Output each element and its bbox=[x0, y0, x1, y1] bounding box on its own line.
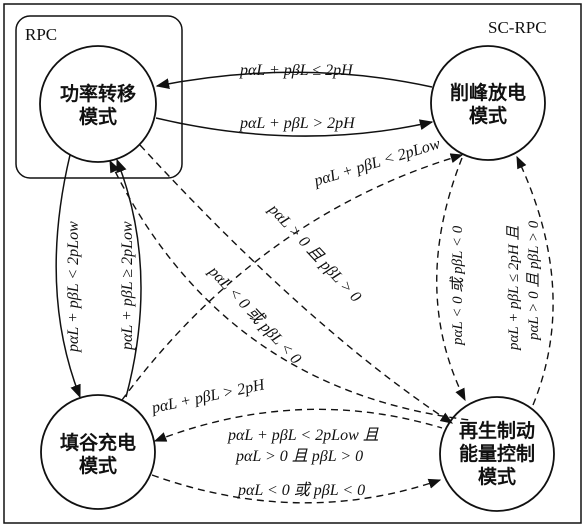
node-peak-discharge: 削峰放电 模式 bbox=[430, 45, 546, 161]
node-regen-control-line3: 模式 bbox=[478, 465, 516, 488]
edge-label-e4: pαL + pβL < 2pLow bbox=[65, 221, 82, 353]
rpc-frame bbox=[15, 15, 183, 179]
edge-label-e11b: pαL > 0 且 pβL > 0 bbox=[235, 448, 363, 465]
edge-valley-to-regen bbox=[151, 474, 442, 504]
edge-label-e9: pαL < 0 或 pβL < 0 bbox=[449, 225, 466, 346]
sc-rpc-frame bbox=[3, 3, 582, 524]
edge-peak-to-power bbox=[155, 71, 433, 89]
node-valley-charge-line1: 填谷充电 bbox=[60, 431, 136, 454]
edge-power-to-regen bbox=[139, 144, 454, 424]
edge-label-e2: pαL + pβL > 2pH bbox=[239, 115, 356, 132]
edge-label-e12: pαL < 0 或 pβL < 0 bbox=[237, 481, 365, 499]
edge-label-e10a: pαL + pβL ≤ 2pH 且 bbox=[506, 226, 522, 351]
edge-label-e10b: pαL > 0 且 pβL > 0 bbox=[526, 220, 542, 341]
node-regen-control: 再生制动 能量控制 模式 bbox=[439, 396, 555, 512]
node-regen-control-line1: 再生制动 bbox=[459, 419, 535, 442]
edge-power-to-peak bbox=[155, 117, 434, 137]
edge-label-e3: pαL + pβL < 2pLow bbox=[311, 135, 442, 190]
edge-valley-to-power bbox=[116, 158, 142, 398]
sc-rpc-label: SC-RPC bbox=[488, 18, 547, 37]
node-power-transfer-line2: 模式 bbox=[79, 105, 117, 128]
edge-regen-to-valley bbox=[153, 408, 443, 442]
node-peak-discharge-line2: 模式 bbox=[469, 104, 507, 127]
edge-label-e8: pαL + pβL > 2pH bbox=[149, 376, 267, 417]
node-regen-control-line2: 能量控制 bbox=[459, 442, 535, 465]
edge-label-e6: pαL > 0 且 pβL > 0 bbox=[264, 200, 364, 305]
node-valley-charge: 填谷充电 模式 bbox=[40, 394, 156, 510]
node-power-transfer: 功率转移 模式 bbox=[39, 45, 157, 163]
edge-label-e11a: pαL + pβL < 2pLow 且 bbox=[227, 427, 379, 444]
edge-label-e5: pαL + pβL ≥ 2pLow bbox=[119, 221, 136, 351]
edge-peak-to-regen bbox=[436, 157, 466, 402]
rpc-label: RPC bbox=[25, 25, 57, 44]
edge-label-e7: pαL < 0 或 pβL < 0 bbox=[204, 262, 305, 368]
edge-regen-to-power bbox=[109, 159, 471, 421]
edge-power-to-valley bbox=[55, 154, 81, 399]
node-power-transfer-line1: 功率转移 bbox=[60, 82, 136, 105]
edge-regen-to-peak bbox=[516, 155, 554, 406]
node-peak-discharge-line1: 削峰放电 bbox=[450, 81, 526, 104]
edge-label-e1: pαL + pβL ≤ 2pH bbox=[239, 62, 354, 79]
edge-peak-valley bbox=[121, 153, 464, 401]
node-valley-charge-line2: 模式 bbox=[79, 454, 117, 477]
